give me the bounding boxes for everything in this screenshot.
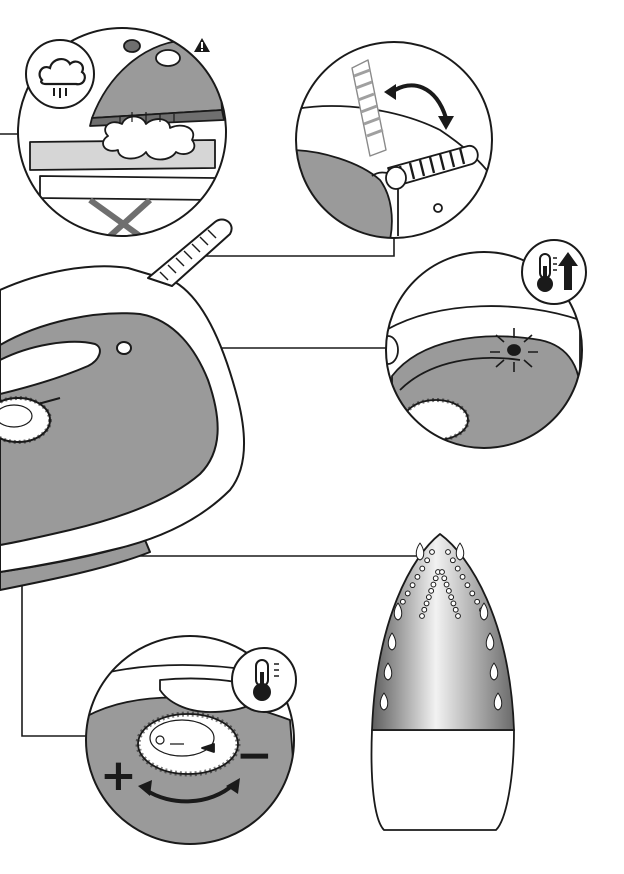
steam-hole: [449, 595, 454, 600]
indicator-light: [117, 342, 131, 354]
steam-hole: [446, 550, 451, 555]
decrease-sign: −: [236, 730, 273, 781]
steam-hole: [451, 601, 456, 606]
steam-hole: [465, 583, 470, 588]
steam-hole: [415, 574, 420, 579]
steam-hole: [424, 601, 429, 606]
steam-hole: [425, 558, 430, 563]
callout-thermostat: + −: [80, 630, 310, 850]
steam-hole: [429, 588, 434, 593]
steam-hole: [433, 576, 438, 581]
steam-vent: [416, 543, 424, 560]
steam-hole: [426, 595, 431, 600]
callout-light: [378, 240, 590, 450]
steam-hole: [420, 566, 425, 571]
steam-hole: [444, 582, 449, 587]
steam-hole: [440, 570, 445, 575]
iron-body: [0, 220, 244, 590]
steam-hole: [453, 607, 458, 612]
steam-hole: [460, 574, 465, 579]
steam-hole: [442, 576, 447, 581]
steam-hole: [430, 550, 435, 555]
thermometer-icon: [232, 648, 296, 712]
thermostat-dial-main: [0, 398, 50, 442]
steam-hole: [475, 599, 480, 604]
steam-hole: [400, 599, 405, 604]
steam-vent: [456, 543, 464, 560]
steam-hole: [422, 607, 427, 612]
steam-hole: [450, 558, 455, 563]
steam-hole: [420, 614, 425, 619]
steam-hole: [455, 566, 460, 571]
increase-sign: +: [100, 750, 137, 801]
iron-heel: [372, 730, 515, 830]
callout-soleplate: [372, 534, 515, 830]
callout-cord: [290, 40, 500, 240]
steam-hole: [405, 591, 410, 596]
warning-triangle-icon: [194, 38, 210, 52]
steam-hole: [470, 591, 475, 596]
steam-hole: [456, 614, 461, 619]
thermometer-up-icon: [522, 240, 586, 304]
steam-hole: [410, 583, 415, 588]
steam-hole: [446, 588, 451, 593]
steam-cloud-icon: [26, 40, 94, 108]
steam-hole: [431, 582, 436, 587]
soleplate-surface: [372, 534, 514, 730]
